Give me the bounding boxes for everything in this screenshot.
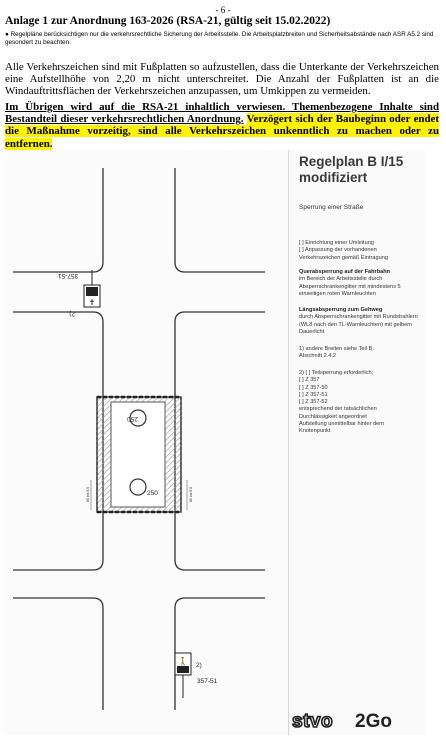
barrier-dim-bottom: 250 — [147, 490, 158, 497]
warning-light-circle — [129, 478, 147, 496]
quer-section: Querabsperrung auf der Fahrbahn im Berei… — [299, 269, 424, 298]
note-1: 1) andere Breiten siehe Teil B, Abschnit… — [299, 346, 374, 360]
barrier-dim-top: 250 — [127, 415, 138, 422]
road-edge — [174, 311, 265, 560]
laengs-heading: Längsabsperrung zum Gehweg — [299, 307, 383, 313]
stvo2go-logo: stvo 2Go — [288, 710, 423, 733]
pedestrian-icon: 🚶 — [178, 656, 188, 666]
road-edge — [13, 597, 104, 710]
laengs-text: durch Absperrschrankengitter mit Rundstr… — [299, 314, 418, 335]
page-number: - 6 - — [215, 5, 231, 15]
footnote: ● Regelpläne berücksichtigen nur die ver… — [5, 31, 434, 46]
road-edge-curve — [174, 559, 265, 571]
left-sign-label: 357-51 — [58, 272, 79, 279]
document-title: Anlage 1 zur Anordnung 163-2026 (RSA-21,… — [5, 15, 331, 27]
logo-part-stvo: stvo — [291, 710, 334, 733]
logo-part-2go: 2Go — [355, 711, 392, 732]
footnote-text: Regelpläne berücksichtigen nur die verke… — [5, 31, 434, 46]
bold-paragraph: Im Übrigen wird auf die RSA-21 inhaltlic… — [5, 101, 439, 150]
side-small-left: 80 bis 5:0 — [86, 487, 90, 502]
sign-icon-block — [86, 287, 98, 296]
road-edge-curve — [174, 261, 265, 273]
regelplan-title: Regelplan B I/15 modifiziert — [299, 154, 404, 185]
quer-text: im Bereich der Arbeitsstelle durch Abspe… — [299, 276, 401, 297]
reference-statement: Im Übrigen wird auf die RSA-21 inhaltlic… — [5, 101, 439, 126]
regelplan-info-panel: Regelplan B I/15 modifiziert Sperrung ei… — [288, 150, 426, 735]
note-2: 2) [ ] Teilsperrung erforderlich; [ ] Z … — [299, 370, 384, 435]
quer-heading: Querabsperrung auf der Fahrbahn — [299, 269, 391, 275]
road-edge — [174, 597, 265, 710]
body-paragraph: Alle Verkehrszeichen sind mit Fußplatten… — [5, 61, 439, 98]
warning-light-circle — [129, 409, 147, 427]
road-edge-curve — [13, 261, 104, 273]
traffic-plan-drawing: ✝ 🚶 357-51 2) 250 250 2) 357-51 80 bis 5… — [13, 168, 265, 710]
regelplan-scan: ✝ 🚶 357-51 2) 250 250 2) 357-51 80 bis 5… — [3, 150, 426, 735]
sign-bottom-code: 357-51 — [197, 678, 218, 685]
sign-top-note: 2) — [69, 310, 75, 317]
sign-bottom-note: 2) — [196, 662, 202, 669]
road-edge-curve — [13, 559, 104, 571]
side-small-right: 80 bis 5:0 — [189, 487, 193, 502]
sign-icon-block — [177, 666, 189, 673]
road-edge — [13, 311, 104, 560]
pedestrian-icon: ✝ — [89, 298, 96, 307]
laengs-section: Längsabsperrung zum Gehweg durch Absperr… — [299, 307, 424, 336]
regelplan-checkboxes: [ ] Einrichtung einer Umleitung [ ] Anpa… — [299, 240, 388, 261]
regelplan-subtitle: Sperrung einer Straße — [299, 204, 364, 211]
